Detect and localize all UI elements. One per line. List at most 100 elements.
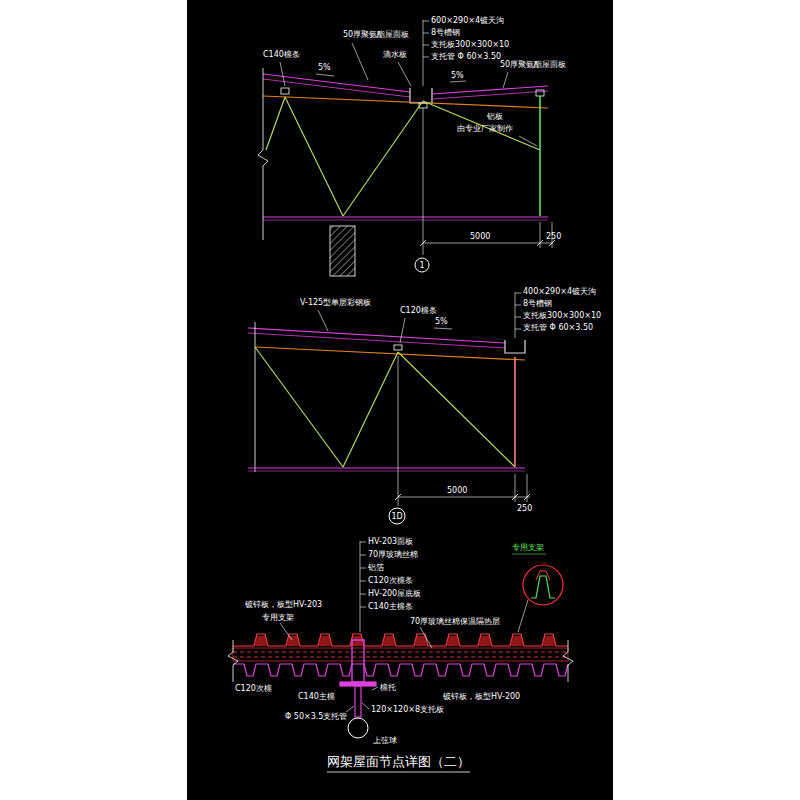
drawing-line [360,581,366,582]
annotation-label: 5% [435,317,448,327]
drawing-line [266,97,285,150]
annotation-label: C140檩条 [263,50,300,60]
drawing-line [423,101,540,150]
drawing-line [518,600,528,632]
drawing-line [343,352,398,467]
drawing-line [233,648,568,661]
drawing-line [514,357,516,467]
drawing-line [420,627,432,648]
annotation-label: 50厚聚氨酯屋面板 [500,60,566,70]
drawing-line [255,636,555,646]
drawing-line [360,541,361,632]
drawing-line [228,20,573,772]
annotation-label: 镀锌板，板型HV-203 [245,600,322,610]
drawing-line [263,96,548,108]
drawing-line [423,45,429,46]
annotation-label: C120檩条 [400,306,437,316]
annotation-label: 铝板 [487,112,503,122]
drawing-line [228,640,238,682]
annotation-label: 上弦球 [373,736,397,746]
drawing-line [410,88,432,103]
drawing-line [423,108,424,255]
drawing-line [372,687,378,690]
drawing-line [348,718,368,738]
annotation-label: 50厚聚氨酯屋面板 [343,30,409,40]
annotation-label: HV-200屋底板 [368,589,421,599]
drawing-line [255,347,343,467]
drawing-line [318,310,328,331]
drawing-line [432,86,548,94]
drawing-line [539,96,541,216]
annotation-label: HV-203面板 [368,537,413,547]
annotation-label: 70厚玻璃丝棉保温隔热层 [410,617,500,627]
drawing-line [355,686,361,717]
annotation-label: 8号槽钢 [523,299,552,309]
drawing-line [450,81,466,82]
drawing-line [512,494,518,500]
axis-number: 1 [414,261,430,270]
drawing-line [398,352,515,467]
drawing-line [515,293,521,294]
drawing-line [515,317,521,318]
drawing-line [398,62,411,86]
drawing-line [563,640,573,682]
drawing-line [360,568,366,569]
annotation-label: 250 [517,504,532,514]
drawing-line [394,345,402,350]
drawing-line [316,74,334,76]
drawing-line [423,20,424,86]
drawing-line [360,607,366,608]
annotation-label: 120×120×8支托板 [371,705,444,715]
drawing-line [423,243,553,244]
black-sheet [187,0,613,800]
drawing-line [536,571,550,580]
drawing-line [537,240,543,246]
drawing-line [360,555,366,556]
drawing-line [343,101,423,216]
drawing-line [362,703,369,709]
drawing-line [352,43,368,80]
annotation-label: 滴水板 [383,50,407,60]
annotation-label: 70厚玻璃丝棉 [368,550,418,560]
annotation-label: 专用支架 [262,613,294,623]
drawing-title: 网架屋面节点详图（二） [327,754,470,770]
axis-bubble: 1 [414,257,430,273]
drawing-line [524,494,530,500]
drawing-line [248,467,525,468]
drawing-line [360,542,366,543]
drawing-line [423,57,429,58]
drawing-line [263,74,410,92]
drawing-line [503,72,508,88]
drawing-line [395,494,401,500]
annotation-label: 支托管 Φ 60×3.50 [431,52,501,62]
annotation-label: V-125型单层彩钢板 [300,298,371,308]
drawing-line [255,322,256,472]
drawing-line [398,356,399,506]
annotation-label: 镀锌板，板型HV-200 [443,692,520,702]
drawing-line [360,594,366,595]
drawing-line [512,554,546,555]
drawing-line [233,634,568,646]
drawing-line [263,216,548,217]
drawing-line [233,664,568,676]
drawing-line [233,652,568,653]
annotation-label: 8号槽钢 [431,28,460,38]
drawing-line [515,292,516,338]
bubble-circle [389,508,405,524]
annotation-label: 檩托 [380,683,396,693]
drawing-line [519,136,537,146]
axis-bubble: 1D [388,507,406,525]
drawing-line [423,33,429,34]
drawing-line [515,305,521,306]
annotation-label: 600×290×4镀天沟 [431,16,504,26]
drawing-line [540,222,541,248]
annotation-label: 5% [318,63,331,73]
annotation-label: 铝箔 [368,563,384,573]
drawing-line [523,565,563,605]
drawing-line [536,90,544,96]
drawing-line [258,68,268,240]
annotation-label: 5000 [447,486,467,496]
drawing-line [263,220,548,221]
